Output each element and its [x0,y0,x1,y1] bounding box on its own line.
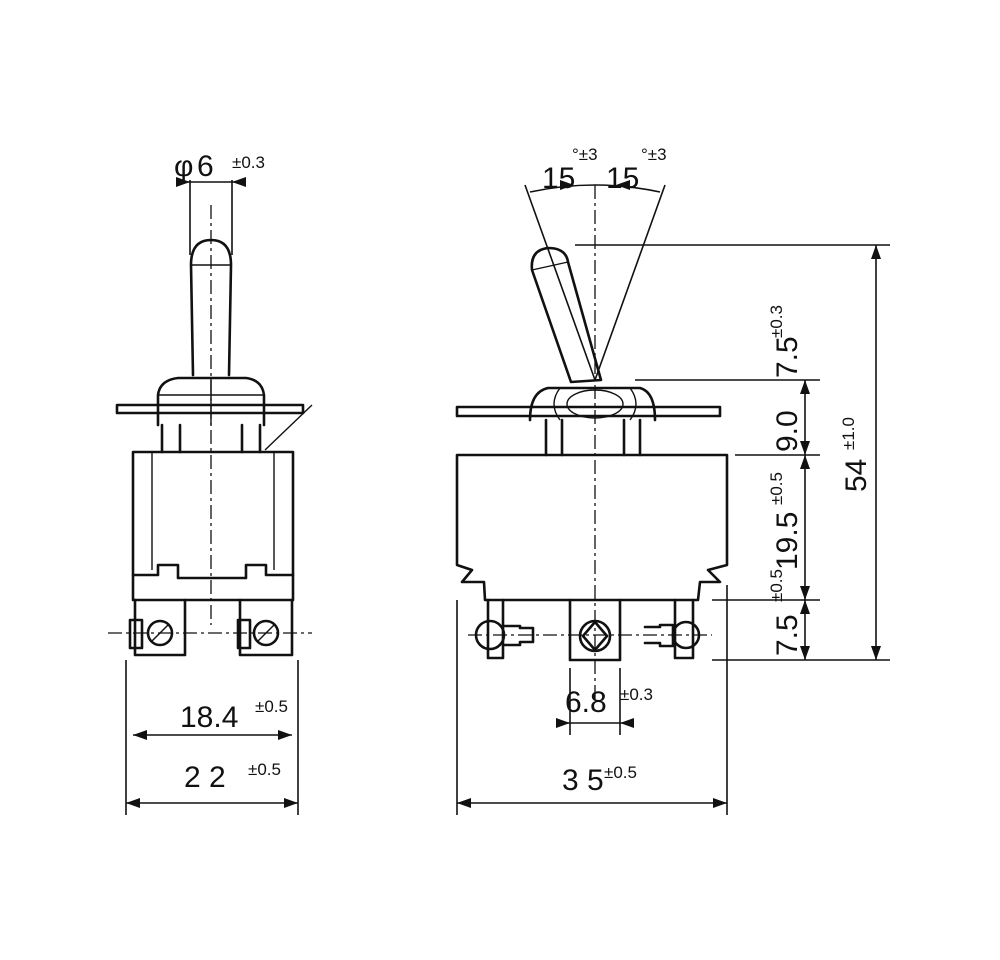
side-overall-height-value: 54 [840,459,873,492]
side-angle-right-tolerance: °±3 [641,145,667,164]
front-width-tolerance: ±0.5 [248,760,281,779]
side-angle-left-value: 15 [542,162,575,195]
front-diameter-value: 6 [197,150,214,183]
front-view: φ 6 ±0.3 18.4 ±0.5 2 2 ±0.5 [108,150,313,815]
side-lever [530,246,603,384]
side-terminal-right [673,598,695,660]
side-body-value: 19.5 [771,512,804,570]
side-terminal-tolerance: ±0.5 [767,569,786,602]
side-overall-height-tolerance: ±1.0 [839,417,858,450]
side-terminal-value: 7.5 [771,614,804,656]
front-terminal-pitch-tolerance: ±0.5 [255,697,288,716]
front-terminal-right [238,598,294,657]
side-hex-nut [528,386,657,422]
side-terminal-pitch-value: 6.8 [565,686,607,719]
front-mounting-plate [115,403,305,415]
front-width-value: 2 2 [184,761,226,794]
front-terminal-pitch-value: 18.4 [180,701,238,734]
front-diameter-tolerance: ±0.3 [232,153,265,172]
side-mounting-plate [455,405,722,418]
side-bushing-value: 7.5 [771,336,804,378]
side-bushing-tolerance: ±0.3 [767,305,786,338]
side-body-tolerance: ±0.5 [767,472,786,505]
side-body [455,453,729,602]
side-angle-right-value: 15 [606,162,639,195]
side-view: 15 °±3 15 °±3 9.0 7.5 ±0.3 19.5 ±0.5 7.5… [455,145,890,815]
front-hex-nut [156,376,266,427]
front-diameter-symbol: φ [174,150,193,183]
side-angle-left-tolerance: °±3 [572,145,598,164]
front-terminal-left [133,598,187,657]
side-terminal-pitch-tolerance: ±0.3 [620,685,653,704]
side-body-top-value: 9.0 [771,410,804,452]
side-length-tolerance: ±0.5 [604,763,637,782]
side-length-value: 3 5 [562,764,604,797]
